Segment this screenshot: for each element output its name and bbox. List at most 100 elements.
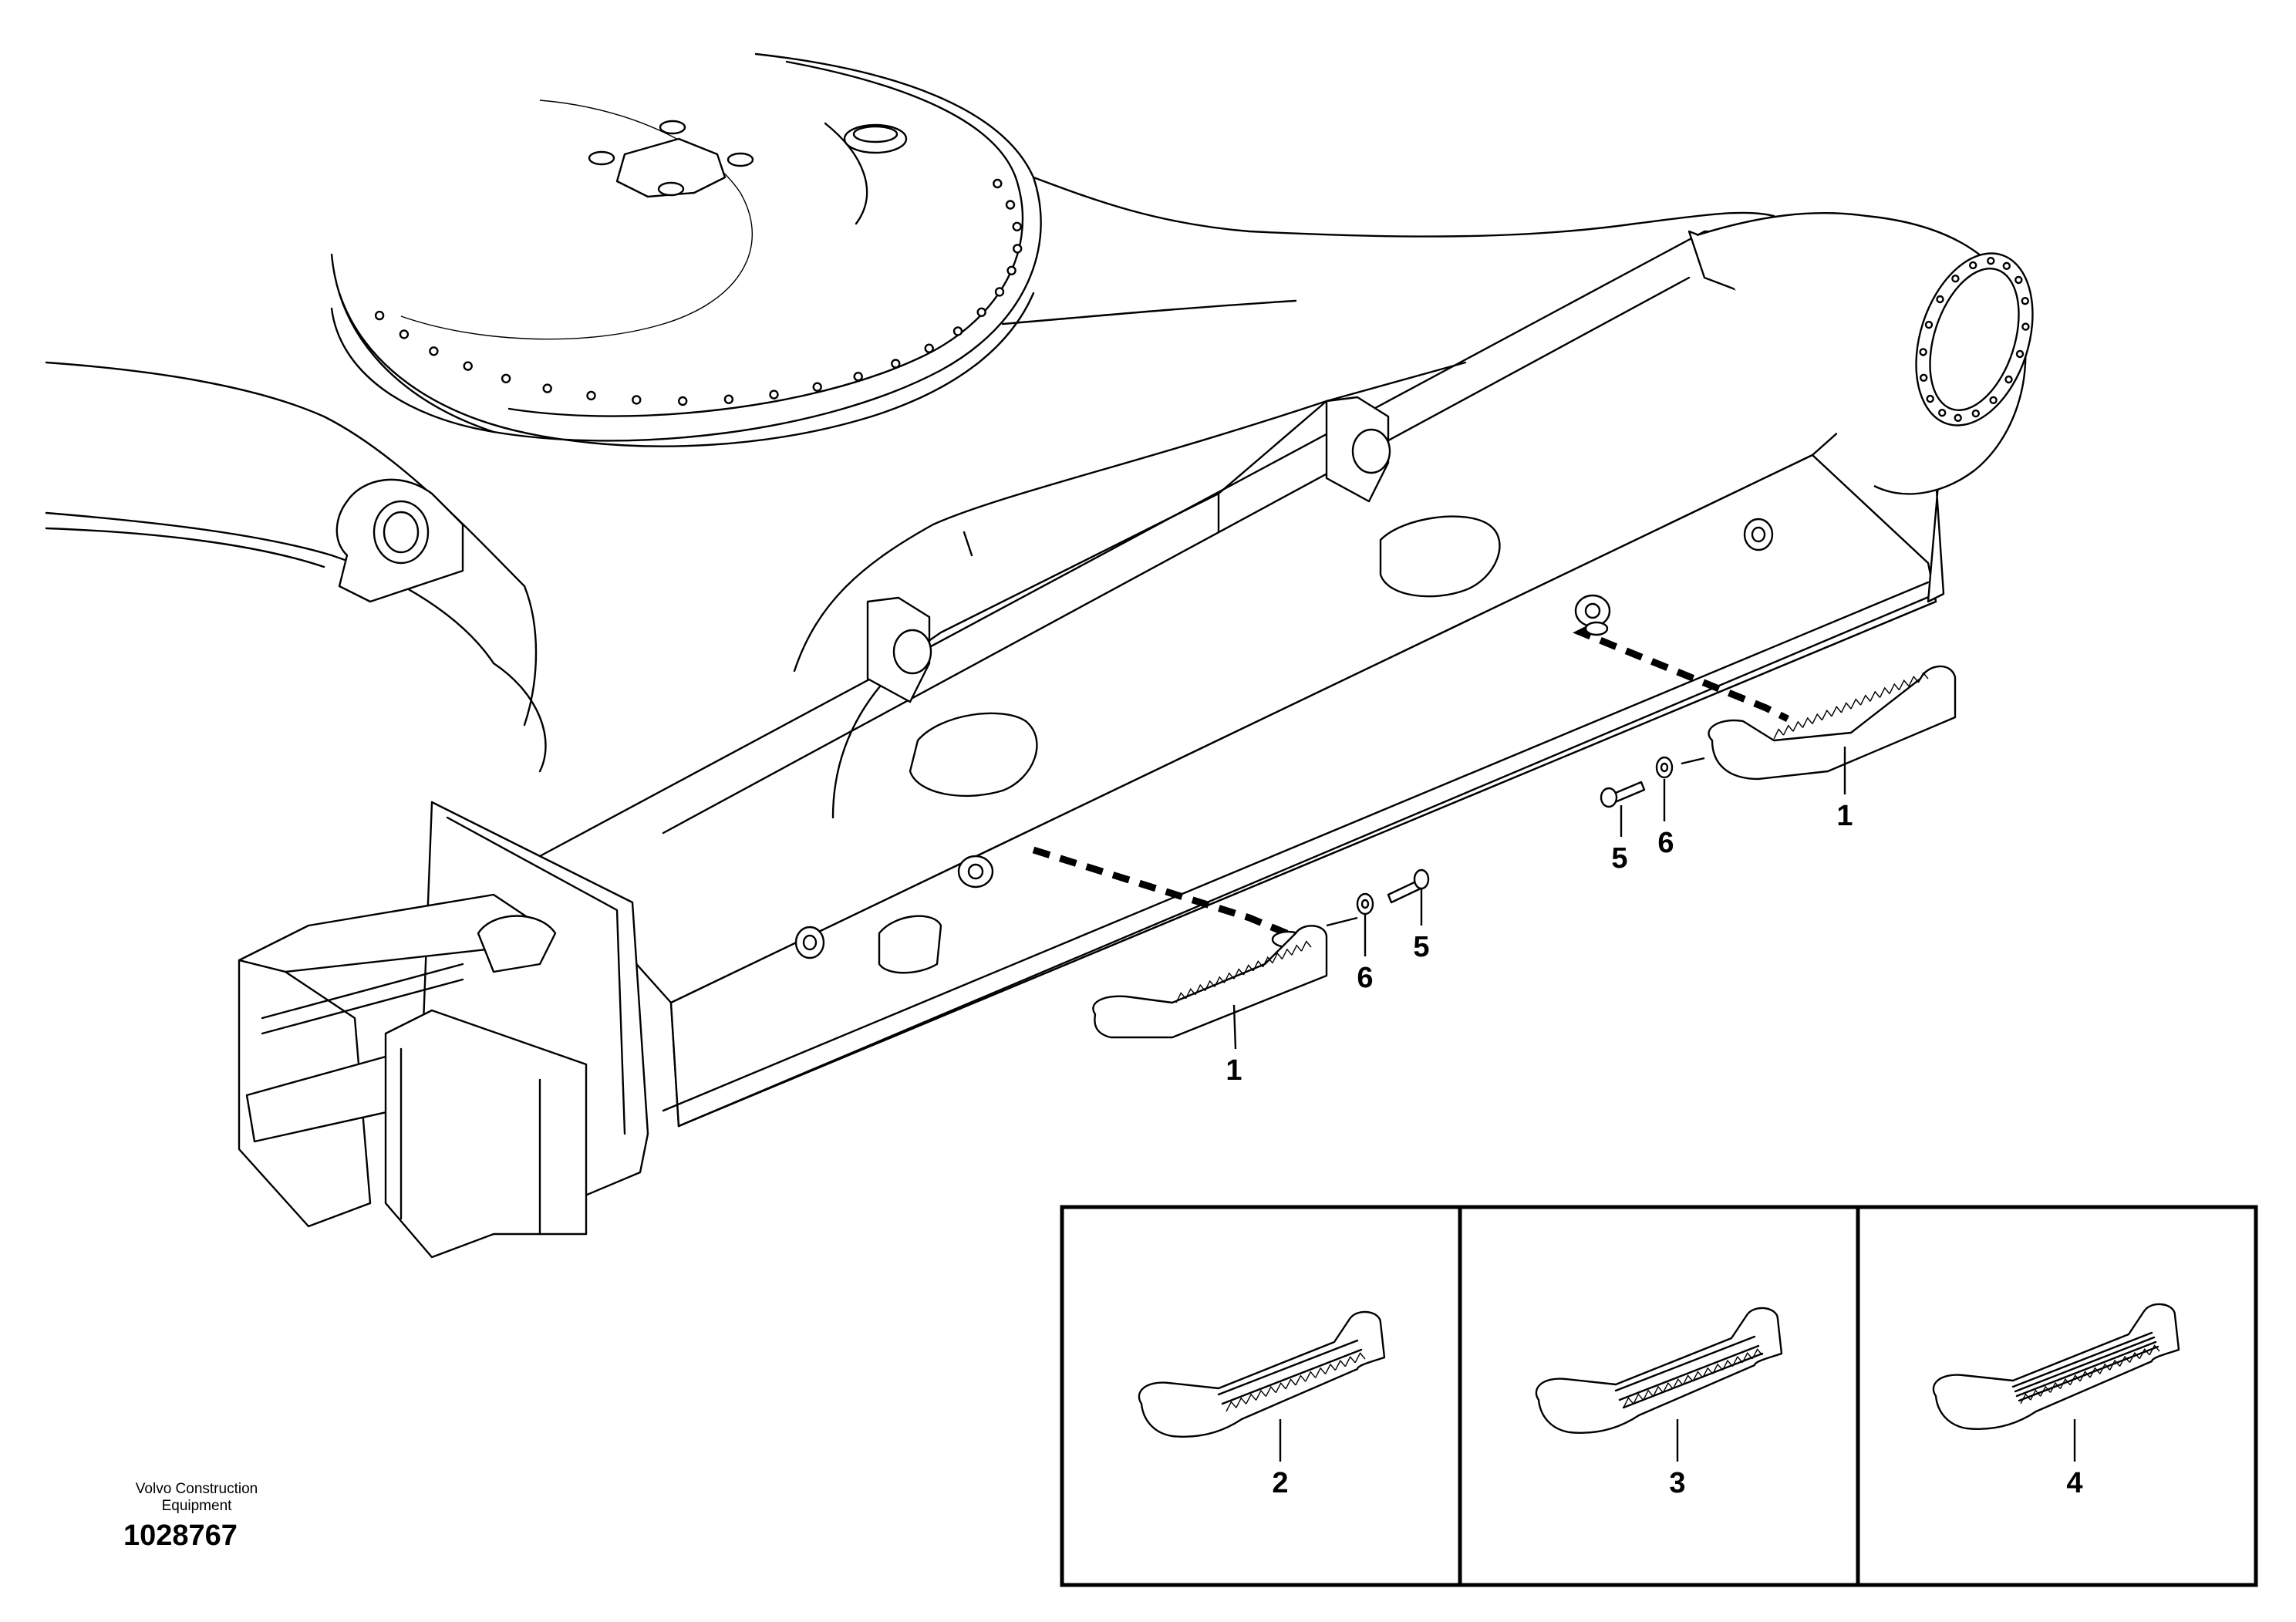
step-tooth — [2049, 1381, 2061, 1393]
step-tooth — [1741, 1352, 1753, 1364]
bolt-hole — [1924, 320, 1934, 329]
step-tooth — [1712, 1363, 1724, 1374]
step-tooth — [1821, 709, 1832, 720]
step-tooth — [1782, 724, 1794, 736]
step-tooth — [1324, 1363, 1336, 1374]
step-tooth — [1255, 1389, 1266, 1401]
bolt-hole — [1926, 394, 1934, 403]
bearing-bolt-holes — [1919, 257, 2030, 422]
step-tooth — [2119, 1355, 2130, 1367]
bolt-hole — [542, 383, 552, 393]
bolt-hole — [463, 361, 473, 371]
callout-1-left: 1 — [1226, 1054, 1242, 1087]
step-tooth — [2069, 1374, 2081, 1386]
step-tooth — [1879, 686, 1890, 698]
step-tooth — [1253, 960, 1264, 972]
step-tooth — [1682, 1374, 1694, 1386]
bolt-hole — [2021, 322, 2030, 331]
step-tooth — [1265, 1385, 1276, 1397]
washer — [1655, 756, 1674, 779]
step-tooth — [1831, 706, 1843, 717]
step-tooth — [1334, 1359, 1346, 1371]
step-tooth — [1773, 728, 1785, 740]
mounting-boss — [794, 518, 1774, 959]
step-tooth — [1662, 1381, 1674, 1393]
bolt-hole — [374, 310, 385, 321]
bolt-hole — [2004, 375, 2013, 384]
step-tooth — [2149, 1344, 2160, 1356]
step-teeth — [1226, 1352, 1366, 1412]
step-tooth — [2040, 1385, 2052, 1397]
step-tooth — [1246, 1393, 1257, 1404]
step-tooth — [1623, 1397, 1634, 1408]
step-tooth — [1692, 1371, 1704, 1382]
callout-5-right: 5 — [1611, 842, 1627, 875]
credit-line-1: Volvo Construction — [135, 1481, 258, 1497]
bolt-hole — [2021, 297, 2030, 305]
track-frame-end — [238, 801, 649, 1259]
step-tooth — [1889, 683, 1900, 694]
step-tooth — [1731, 1355, 1743, 1367]
bolt-hole — [812, 382, 822, 392]
step-tooth — [1672, 1378, 1684, 1390]
variant-step-2: 2 — [1138, 1310, 1386, 1499]
bolt-hole — [1006, 265, 1017, 275]
centre-bolt — [588, 120, 754, 197]
callout-6-right: 6 — [1657, 827, 1674, 859]
variant-label-4: 4 — [2066, 1467, 2082, 1499]
step-tooth — [1185, 988, 1196, 1000]
bolt-hole — [952, 326, 963, 336]
bolt-hole — [2002, 261, 2011, 270]
step-tooth — [2099, 1363, 2111, 1374]
bolt-hole — [2014, 275, 2023, 285]
step-tooth — [2089, 1367, 2101, 1378]
bolt-hole — [993, 178, 1003, 189]
step-tooth — [1908, 676, 1920, 687]
step-tooth — [2020, 1393, 2031, 1404]
step-teeth — [1175, 940, 1312, 1003]
bolt-hole — [1968, 261, 1977, 270]
step-tooth — [1291, 944, 1303, 956]
step-assembly-left — [1032, 846, 1430, 1050]
bolt-hole — [1987, 257, 1995, 265]
step-tooth — [1702, 1367, 1714, 1378]
credit-line-2: Equipment — [161, 1498, 232, 1514]
step-tooth — [1204, 980, 1215, 991]
step-tooth — [1281, 948, 1293, 959]
step-tooth — [2139, 1348, 2150, 1360]
step-tooth — [1300, 940, 1312, 952]
step-tooth — [1295, 1374, 1306, 1386]
bolt-hole — [723, 394, 734, 404]
bolt-hole — [678, 396, 688, 406]
step-tooth — [1752, 1348, 1763, 1360]
step-tooth — [1285, 1378, 1296, 1390]
step-tooth — [2030, 1389, 2041, 1401]
step-tooth — [1262, 956, 1273, 968]
step-tooth — [1812, 713, 1823, 724]
upper-frame-left-arm — [45, 361, 547, 773]
bolt-hole — [994, 287, 1005, 297]
bolt-hole — [1005, 200, 1016, 210]
step-tooth — [1195, 983, 1206, 996]
step-tooth — [1859, 694, 1871, 706]
step-tooth — [1652, 1385, 1664, 1397]
step-tooth — [1226, 1401, 1237, 1412]
step-tooth — [1272, 952, 1283, 963]
bolt-hole — [399, 329, 410, 339]
step-tooth — [2129, 1351, 2140, 1363]
bolt-hole — [1937, 409, 1947, 417]
bolt-hole — [501, 373, 511, 383]
bolt-hole — [1936, 295, 1944, 304]
step-tooth — [1917, 672, 1929, 683]
beam-lug — [866, 396, 1391, 703]
cross-beam — [538, 230, 1953, 1128]
step-tooth — [1802, 717, 1813, 728]
variant-step-3: 3 — [1535, 1307, 1783, 1499]
step-tooth — [1344, 1356, 1356, 1367]
step-tooth — [1305, 1371, 1317, 1382]
step-tooth — [1840, 702, 1852, 713]
bolt-hole — [853, 372, 863, 382]
bolt-hole — [2015, 349, 2025, 359]
bolt-hole — [1971, 409, 1981, 418]
